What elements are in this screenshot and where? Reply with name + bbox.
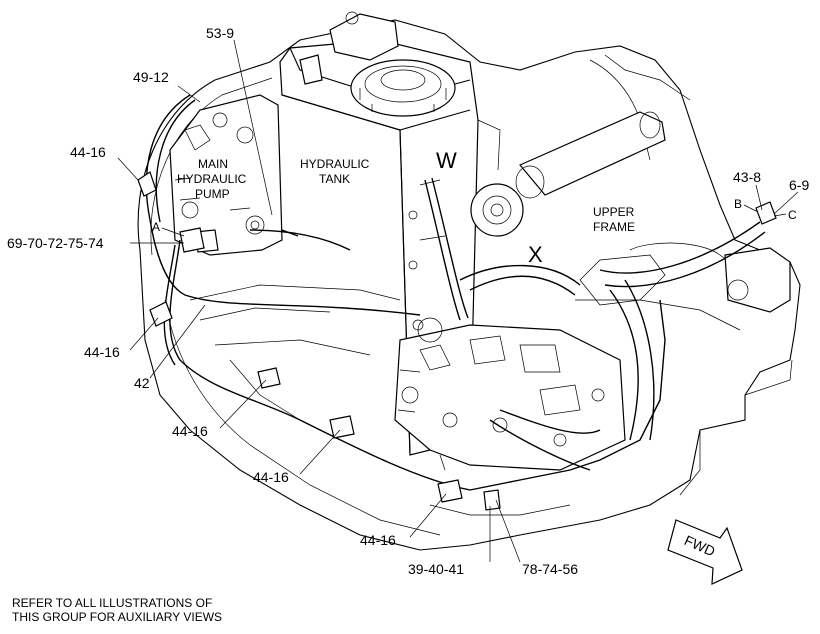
callout-43-8: 43-8: [733, 169, 761, 185]
callout-44-16-a: 44-16: [70, 144, 106, 160]
clamp: [149, 301, 173, 327]
leader-lines: [117, 39, 799, 563]
callout-44-16-b: 44-16: [84, 344, 120, 360]
clamp: [437, 479, 463, 503]
view-letter-b: B: [734, 197, 742, 211]
tank-label-line2: TANK: [319, 172, 350, 186]
callout-44-16-d: 44-16: [253, 469, 289, 485]
clamp: [329, 415, 355, 439]
clamp: [483, 489, 501, 511]
pump-label-line3: PUMP: [195, 187, 230, 201]
callout-39-40-41: 39-40-41: [408, 561, 464, 577]
callout-6-9: 6-9: [789, 177, 809, 193]
hose-clamps: [137, 171, 777, 511]
view-letters: A B C W X: [152, 148, 797, 267]
upper-frame-components: [470, 111, 791, 313]
note-line-2: THIS GROUP FOR AUXILIARY VIEWS: [12, 610, 223, 624]
view-letter-w: W: [436, 148, 457, 173]
callout-labels: 53-9 49-12 44-16 69-70-72-75-74 44-16 42…: [7, 25, 809, 577]
callout-44-16-e: 44-16: [360, 532, 396, 548]
callout-69-70-72-75-74: 69-70-72-75-74: [7, 235, 104, 251]
view-letter-a: A: [152, 220, 160, 234]
forward-arrow-icon: [667, 519, 743, 585]
callout-44-16-c: 44-16: [172, 423, 208, 439]
main-control-valve: [394, 317, 626, 471]
tank-label-line1: HYDRAULIC: [300, 157, 370, 171]
auxiliary-views-note: REFER TO ALL ILLUSTRATIONS OF THIS GROUP…: [12, 596, 222, 624]
clamp: [137, 171, 157, 197]
view-letter-x: X: [528, 242, 543, 267]
note-line-1: REFER TO ALL ILLUSTRATIONS OF: [12, 596, 213, 610]
clamp: [755, 201, 777, 225]
view-letter-c: C: [788, 208, 797, 222]
clamp: [179, 227, 205, 253]
frame-label-line1: UPPER: [593, 205, 635, 219]
pump-label-line2: HYDRAULIC: [177, 172, 247, 186]
frame-label-line2: FRAME: [593, 220, 635, 234]
callout-42: 42: [134, 375, 150, 391]
callout-53-9: 53-9: [206, 25, 234, 41]
hydraulic-hoses: [145, 94, 766, 491]
callout-78-74-56: 78-74-56: [522, 561, 578, 577]
upper-frame-outline: [137, 19, 801, 551]
pump-label-line1: MAIN: [198, 157, 228, 171]
callout-49-12: 49-12: [133, 69, 169, 85]
